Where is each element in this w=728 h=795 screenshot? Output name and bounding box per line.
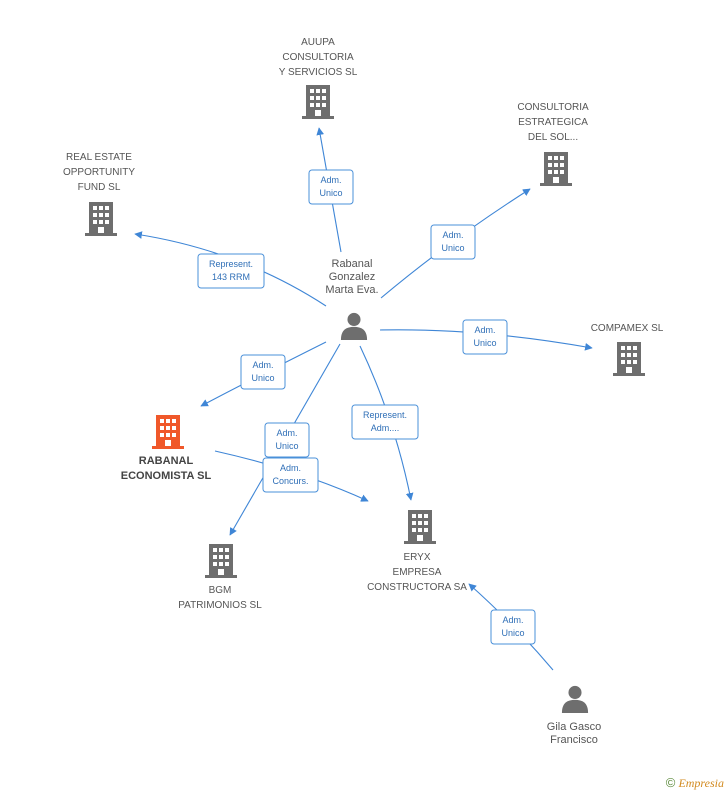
node-label-line[interactable]: ECONOMISTA SL — [121, 470, 212, 482]
edge-label-box[interactable] — [262, 457, 319, 493]
node-compamex[interactable]: COMPAMEX SL — [591, 323, 664, 376]
node-rabanal_sl[interactable]: RABANAL ECONOMISTA SL — [121, 415, 212, 482]
node-eryx[interactable]: ERYX EMPRESA CONSTRUCTORA SA — [367, 510, 467, 593]
edge-label-line: Represent. — [363, 410, 407, 420]
node-label-line[interactable]: CONSTRUCTORA SA — [367, 582, 467, 593]
node-label-line[interactable]: DEL SOL... — [528, 132, 578, 143]
edge-label-line: Unico — [319, 188, 342, 198]
node-label-line[interactable]: EMPRESA — [393, 567, 442, 578]
edge-label-box[interactable] — [264, 422, 310, 458]
edge-label-line: 143 RRM — [212, 272, 250, 282]
edge-label-line: Adm. — [320, 175, 341, 185]
node-label-line[interactable]: REAL ESTATE — [66, 152, 132, 163]
node-consultoria[interactable]: CONSULTORIA ESTRATEGICA DEL SOL... — [517, 102, 589, 186]
footer-brand: © Empresia — [666, 775, 724, 791]
person-icon[interactable] — [340, 312, 368, 340]
edge-marta-to-aupa: Adm. Unico — [308, 127, 354, 253]
node-label-line[interactable]: OPPORTUNITY — [63, 167, 135, 178]
building-icon[interactable] — [613, 342, 645, 376]
edge-marta-to-bgm: Adm. Unico — [229, 343, 341, 536]
edge-label-box[interactable] — [351, 404, 419, 440]
edge-label-line: Adm. — [502, 615, 523, 625]
node-realestate[interactable]: REAL ESTATE OPPORTUNITY FUND SL — [63, 152, 135, 236]
edge-marta-to-rabanal_sl: Adm. Unico — [200, 341, 327, 407]
edge-label-box[interactable] — [490, 609, 536, 645]
edge-label-line: Concurs. — [272, 476, 308, 486]
node-aupa[interactable]: AUUPA CONSULTORIA Y SERVICIOS SL — [279, 37, 358, 119]
edge-label-line: Adm.... — [371, 423, 400, 433]
node-label-line[interactable]: ERYX — [403, 552, 430, 563]
node-label-line[interactable]: PATRIMONIOS SL — [178, 600, 262, 611]
node-label-line[interactable]: Marta Eva. — [325, 284, 378, 296]
edge-marta-to-consultoria: Adm. Unico — [380, 188, 531, 299]
copyright-icon: © — [665, 775, 676, 790]
node-label-line[interactable]: CONSULTORIA — [282, 52, 354, 63]
node-label-line[interactable]: CONSULTORIA — [517, 102, 589, 113]
node-label-line[interactable]: COMPAMEX SL — [591, 323, 664, 334]
edge-label-line: Unico — [275, 441, 298, 451]
edge-label-line: Unico — [251, 373, 274, 383]
edge-label-box[interactable] — [308, 169, 354, 205]
edge-label-line: Adm. — [280, 463, 301, 473]
building-icon[interactable] — [302, 85, 334, 119]
edge-label-line: Adm. — [442, 230, 463, 240]
edge-label-box[interactable] — [462, 319, 508, 355]
edge-label-box[interactable] — [197, 253, 265, 289]
node-label-line[interactable]: BGM — [209, 585, 232, 596]
edge-label-line: Represent. — [209, 259, 253, 269]
edge-label-line: Adm. — [474, 325, 495, 335]
edge-gila-to-eryx: Adm. Unico — [468, 583, 554, 671]
node-label-line[interactable]: FUND SL — [78, 182, 121, 193]
edge-marta-to-eryx: Represent. Adm.... — [351, 345, 419, 501]
node-bgm[interactable]: BGM PATRIMONIOS SL — [178, 544, 262, 611]
node-label-line[interactable]: Rabanal — [332, 258, 373, 270]
node-label-line[interactable]: Gila Gasco — [547, 721, 601, 733]
building-icon[interactable] — [205, 544, 237, 578]
brand-name: Empresia — [678, 776, 724, 790]
node-label-line[interactable]: Francisco — [550, 734, 598, 746]
node-label-line[interactable]: ESTRATEGICA — [518, 117, 588, 128]
node-label-line[interactable]: Y SERVICIOS SL — [279, 67, 358, 78]
edge-rabanal_sl-to-eryx: Adm. Concurs. — [214, 450, 369, 502]
edge-label-box[interactable] — [430, 224, 476, 260]
edge-label-line: Unico — [501, 628, 524, 638]
node-label-line[interactable]: RABANAL — [139, 455, 194, 467]
edge-marta-to-compamex: Adm. Unico — [379, 319, 593, 355]
building-icon[interactable] — [85, 202, 117, 236]
edge-label-line: Unico — [441, 243, 464, 253]
building-icon[interactable] — [404, 510, 436, 544]
edge-label-line: Adm. — [252, 360, 273, 370]
edge-marta-to-realestate: Represent. 143 RRM — [134, 231, 327, 307]
building-icon[interactable] — [152, 415, 184, 449]
edge-label-box[interactable] — [240, 354, 286, 390]
node-label-line[interactable]: Gonzalez — [329, 271, 375, 283]
edge-label-line: Adm. — [276, 428, 297, 438]
node-label-line[interactable]: AUUPA — [301, 37, 335, 48]
building-icon[interactable] — [540, 152, 572, 186]
edge-label-line: Unico — [473, 338, 496, 348]
person-icon[interactable] — [561, 685, 589, 713]
